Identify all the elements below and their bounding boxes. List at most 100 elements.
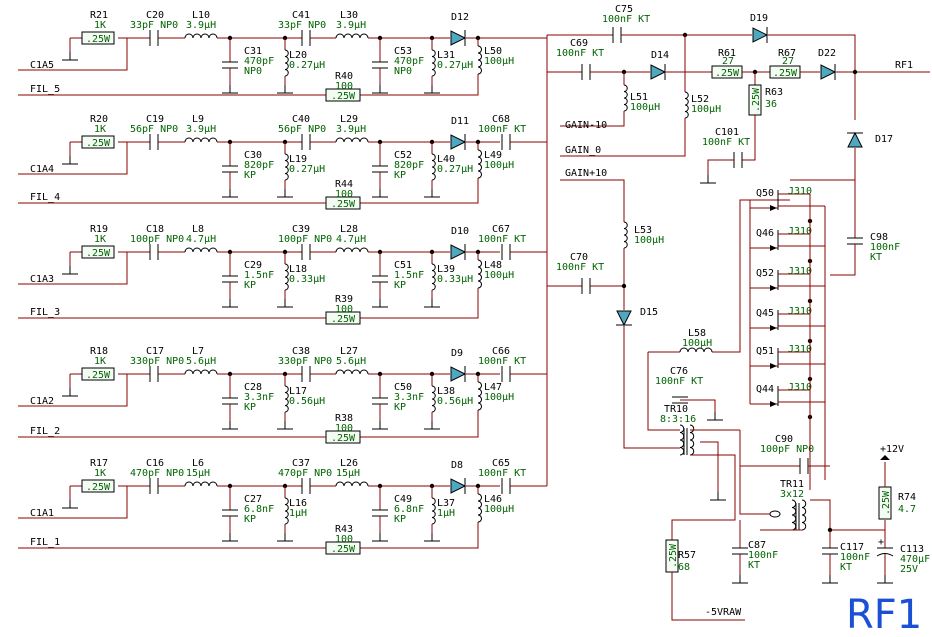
tr10-wire [690,454,736,480]
resistor-value: 100 [335,81,353,92]
diode-ref: D10 [451,226,469,237]
resistor-body [81,31,115,45]
l51-inductor [623,84,628,112]
cap-dielectric: KP [244,280,256,291]
d14-diode [650,64,667,80]
cap-value: 3.3nF [244,392,274,403]
cap-ref: C90 [775,434,793,445]
cap-ref: C19 [146,114,164,125]
jfet-type: J310 [788,344,812,355]
inductor-value: 100µH [484,504,514,515]
ground-icon [277,85,293,94]
inductor-value: 100µH [484,160,514,171]
tr11-transformer [791,499,807,531]
c76-cap [672,396,688,404]
r74-resistor: .25W [878,486,892,520]
cap-dielectric: KP [244,170,256,181]
ground-icon [372,299,388,308]
shunt-cap-2 [372,509,388,517]
resistor-rating: .25W [86,138,111,149]
cap-value: 470pF [394,56,424,67]
r63-resistor: .25W [748,84,762,116]
resistor-value: 27 [782,56,794,67]
shunt-cap-1 [222,397,238,405]
gain-wire [560,118,686,157]
supply-arrow-icon [880,455,890,460]
diode-triangle [650,64,667,80]
ground-icon [222,189,238,198]
cap-value: 100nF KT [478,234,526,245]
cap-value: 6.8nF [244,504,274,515]
inductor-value: 4.7µH [336,234,366,245]
inductor-ref: L7 [192,346,204,357]
l58-wire [647,352,680,431]
cap-ref: C29 [244,260,262,271]
shunt-inductor-2 [431,49,436,77]
inductor-ref: L18 [289,264,307,275]
cap-ref: C37 [292,458,310,469]
cap-value: 6.8nF [394,504,424,515]
jfet-type: J310 [788,186,812,197]
diode-triangle [847,131,863,148]
cap-value: 100nF KT [655,376,703,387]
cap-ref: C40 [292,114,310,125]
resistor-rating: .25W [331,91,356,102]
cap-value: 100nF [748,550,778,561]
ground-icon [62,156,78,165]
resistor-ref: R57 [678,550,696,561]
fil-resistor: .25W [325,541,361,555]
resistor-value: 100 [335,534,353,545]
inductor-ref: L16 [289,498,307,509]
jfet-ref: Q45 [756,308,774,319]
c113-cap: + [876,537,894,557]
fil-resistor: .25W [325,196,361,210]
net-label: GAIN_0 [565,145,601,156]
inductor-value: 1µH [289,508,307,519]
cap-value: 56pF NP0 [278,124,326,135]
cap-ref: C16 [146,458,164,469]
c98-wire [830,244,856,276]
ground-icon [372,533,388,542]
resistor-rating: .25W [773,68,798,79]
c98-cap [847,237,863,245]
shunt-cap-2 [372,61,388,69]
r57-wire [671,480,736,540]
ground-icon [822,575,838,584]
diode-triangle [450,366,467,382]
transformer-ratio: 8:3:16 [660,414,696,425]
resistor-rating: .25W [331,314,356,325]
inductor-ref: L48 [484,260,502,271]
inductor-ref: L47 [484,382,502,393]
cap-ref: C75 [615,4,633,15]
cap-ref: C70 [570,252,588,263]
ground-icon [710,492,726,501]
r63-wire [742,115,756,161]
resistor-body [81,479,115,493]
cap-value: 470pF NP0 [278,468,332,479]
cap-value: 33pF NP0 [278,20,326,31]
c69-cap [581,64,591,80]
cap-ref: C113 [900,544,924,555]
series-cap-1 [149,244,159,260]
inductor-ref: L39 [437,264,455,275]
inductor-value: 100µH [682,338,712,349]
switch-diode [450,366,467,382]
resistor-ref: R18 [90,346,108,357]
input-net-label: C1A3 [30,274,54,285]
inductor-value: 1µH [437,508,455,519]
switch-diode [450,134,467,150]
coupling-cap [501,478,511,494]
jfet-type: J310 [788,226,812,237]
transformer-ref: TR10 [664,404,688,415]
jfet-arrow [770,245,777,251]
cap-ref: C69 [570,38,588,49]
cap-dielectric: KP [394,402,406,413]
bias-inductor [477,45,482,75]
cap-ref: C98 [870,232,888,243]
ground-icon [424,189,440,198]
jfet-arrow [770,363,777,369]
gain-wire [623,326,680,449]
inductor-value: 0.27µH [437,60,473,71]
